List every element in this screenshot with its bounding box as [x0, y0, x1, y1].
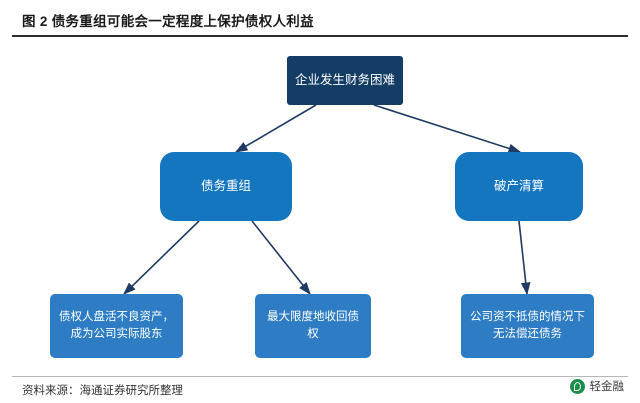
node-root-label: 企业发生财务困难	[295, 73, 396, 88]
node-leaf-insolvency: 公司资不抵债的情况下无法偿还债务	[461, 294, 594, 358]
footer-divider	[12, 376, 628, 377]
node-restructure: 债务重组	[160, 152, 292, 221]
edge-restructure-to-leaf2	[251, 220, 311, 296]
node-liquidation: 破产清算	[455, 152, 583, 221]
edge-liquidation-to-leaf3	[518, 220, 531, 296]
watermark-label: 轻金融	[589, 381, 625, 393]
edge-root-to-liquidation	[373, 104, 522, 154]
diagram-canvas: 企业发生财务困难 债务重组 破产清算 债权人盘活不良资产，成为公司实际股东 最大…	[0, 36, 640, 376]
node-leaf-max-recovery: 最大限度地收回债权	[255, 294, 371, 358]
source-note: 资料来源：海通证券研究所整理	[22, 385, 183, 397]
node-leaf-restructure-equity: 债权人盘活不良资产，成为公司实际股东	[50, 294, 183, 358]
node-restructure-label: 债务重组	[200, 179, 251, 194]
node-leaf2-label: 最大限度地收回债权	[267, 311, 359, 340]
node-root: 企业发生财务困难	[287, 56, 403, 105]
diagram-connectors	[123, 104, 531, 296]
leaf-logo-icon	[569, 378, 585, 394]
watermark: 轻金融	[569, 378, 625, 394]
node-liquidation-label: 破产清算	[493, 179, 544, 194]
node-leaf1-label: 债权人盘活不良资产，成为公司实际股东	[59, 311, 174, 340]
figure-header: 图 2 债务重组可能会一定程度上保护债权人利益	[0, 0, 640, 37]
title-divider	[12, 35, 628, 37]
node-leaf3-label: 公司资不抵债的情况下无法偿还债务	[470, 311, 585, 340]
page-title: 图 2 债务重组可能会一定程度上保护债权人利益	[22, 14, 314, 29]
edge-root-to-restructure	[234, 104, 317, 153]
edge-restructure-to-leaf1	[123, 220, 200, 295]
